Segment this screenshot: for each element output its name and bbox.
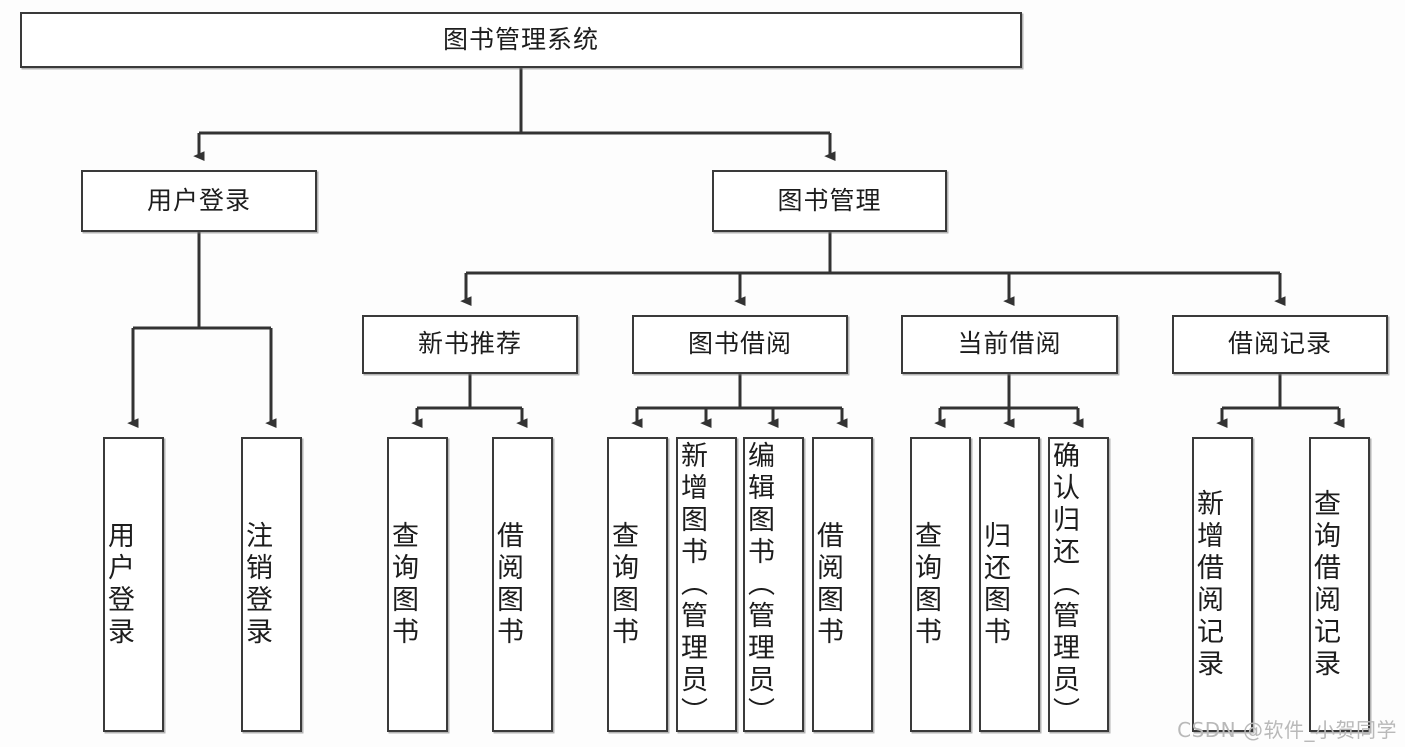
leaf-label: 确认归还（管理员） xyxy=(1048,440,1079,729)
leaf-confirm-return-admin[interactable]: 确认归还（管理员） xyxy=(1048,437,1109,732)
leaf-add-book-admin[interactable]: 新增图书（管理员） xyxy=(676,437,737,732)
leaf-query-borrow-record[interactable]: 查询借阅记录 xyxy=(1309,437,1370,732)
leaf-label: 查询图书 xyxy=(910,520,941,649)
node-book-borrow[interactable]: 图书借阅 xyxy=(632,315,848,374)
node-current-borrow[interactable]: 当前借阅 xyxy=(901,315,1118,374)
leaf-label: 查询借阅记录 xyxy=(1309,488,1340,681)
leaf-label: 借阅图书 xyxy=(812,520,843,649)
node-label: 借阅记录 xyxy=(1227,329,1332,359)
node-user-login[interactable]: 用户登录 xyxy=(81,170,317,232)
node-label: 图书借阅 xyxy=(687,329,792,359)
node-label: 图书管理系统 xyxy=(442,24,599,54)
leaf-label: 编辑图书（管理员） xyxy=(743,440,774,729)
leaf-query-book-recommend[interactable]: 查询图书 xyxy=(387,437,448,732)
node-root-system[interactable]: 图书管理系统 xyxy=(20,12,1022,68)
node-label: 新书推荐 xyxy=(417,329,522,359)
leaf-user-login[interactable]: 用户登录 xyxy=(103,437,164,732)
node-label: 用户登录 xyxy=(146,185,251,215)
leaf-label: 借阅图书 xyxy=(492,520,523,649)
leaf-query-book-borrow[interactable]: 查询图书 xyxy=(607,437,668,732)
node-borrow-record[interactable]: 借阅记录 xyxy=(1172,315,1388,374)
leaf-return-book[interactable]: 归还图书 xyxy=(979,437,1040,732)
leaf-borrow-book-recommend[interactable]: 借阅图书 xyxy=(492,437,553,732)
leaf-query-book-current[interactable]: 查询图书 xyxy=(910,437,971,732)
leaf-user-logout[interactable]: 注销登录 xyxy=(241,437,302,732)
node-book-manage[interactable]: 图书管理 xyxy=(712,170,947,232)
node-label: 当前借阅 xyxy=(957,329,1062,359)
leaf-label: 用户登录 xyxy=(103,520,134,649)
leaf-label: 归还图书 xyxy=(979,520,1010,649)
leaf-label: 新增借阅记录 xyxy=(1192,488,1223,681)
leaf-label: 查询图书 xyxy=(607,520,638,649)
leaf-borrow-book[interactable]: 借阅图书 xyxy=(812,437,873,732)
leaf-label: 查询图书 xyxy=(387,520,418,649)
node-new-book-recommend[interactable]: 新书推荐 xyxy=(362,315,578,374)
leaf-edit-book-admin[interactable]: 编辑图书（管理员） xyxy=(743,437,804,732)
node-label: 图书管理 xyxy=(777,185,882,215)
leaf-label: 注销登录 xyxy=(241,520,272,649)
leaf-add-borrow-record[interactable]: 新增借阅记录 xyxy=(1192,437,1253,732)
leaf-label: 新增图书（管理员） xyxy=(676,440,707,729)
